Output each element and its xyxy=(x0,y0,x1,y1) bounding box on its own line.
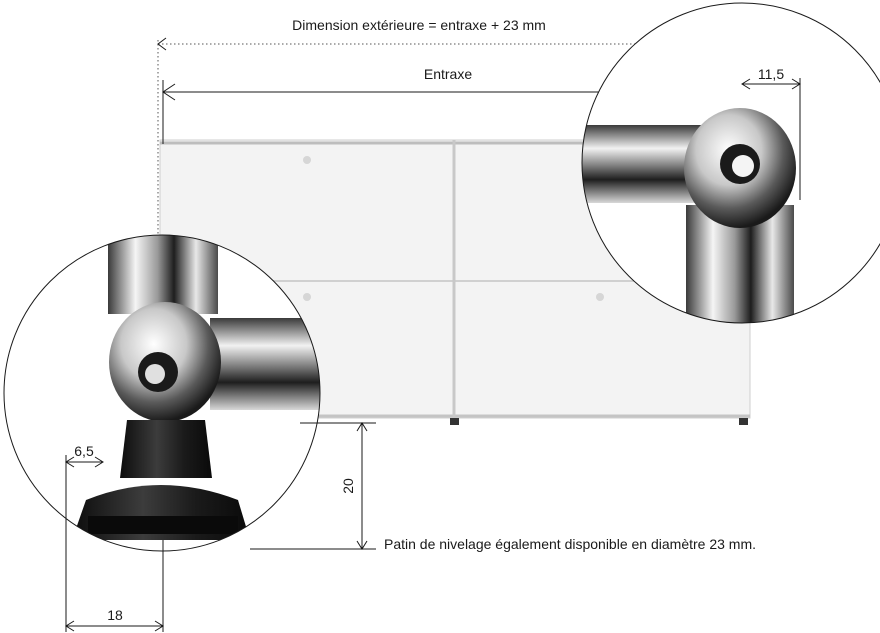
door-lock-top-left xyxy=(303,156,311,164)
door-lock-bottom-left xyxy=(303,293,311,301)
horizontal-tube-foot xyxy=(210,318,320,410)
door-lock-bottom-right xyxy=(596,293,604,301)
outer-dimension-label: Dimension extérieure = entraxe + 23 mm xyxy=(292,17,546,33)
leveling-note: Patin de nivelage également disponible e… xyxy=(384,536,756,552)
foot-height-label: 20 xyxy=(340,478,356,494)
foot-connector-bore-highlight xyxy=(145,364,165,384)
foot-diameter-label: 18 xyxy=(107,607,123,623)
foot-glide-right xyxy=(739,418,748,425)
glide-stem xyxy=(120,420,212,478)
leveling-foot-detail xyxy=(3,234,321,552)
connector-bore-highlight xyxy=(732,155,754,177)
glide-pad xyxy=(88,516,238,534)
foot-offset-dimension: 6,5 xyxy=(65,443,104,632)
foot-offset-label: 6,5 xyxy=(74,443,94,459)
center-distance-label: Entraxe xyxy=(424,66,472,82)
corner-connector-detail: 11,5 xyxy=(581,2,880,324)
foot-diameter-dimension: 18 xyxy=(65,540,164,632)
foot-glide-middle xyxy=(450,418,459,425)
vertical-tube-foot xyxy=(108,235,218,314)
half-tube-label: 11,5 xyxy=(758,66,784,82)
foot-height-dimension: 20 xyxy=(250,422,376,550)
